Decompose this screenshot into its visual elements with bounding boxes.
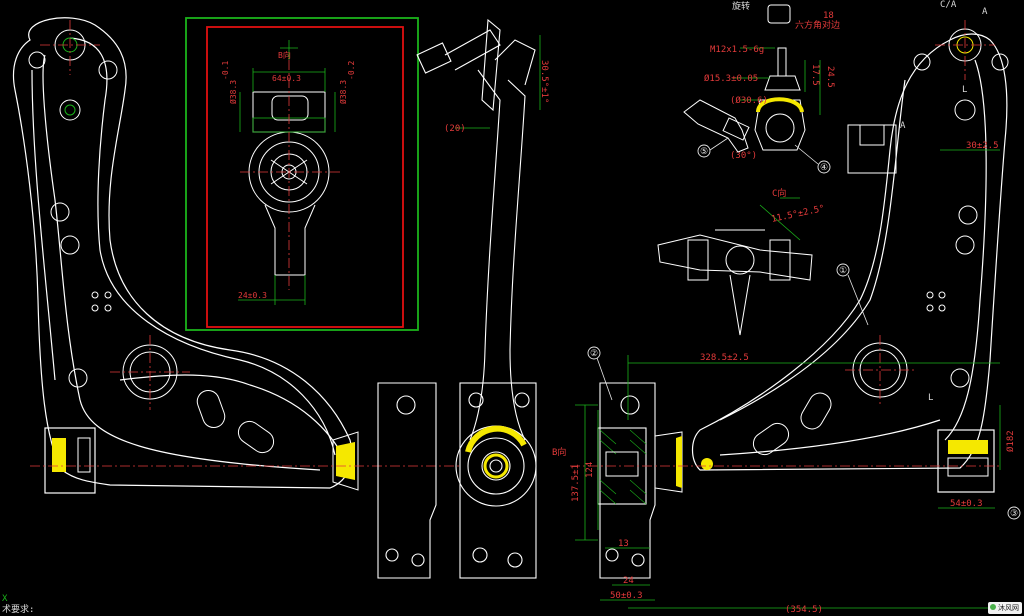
- inset-tol-bottom: -0.2: [347, 61, 356, 80]
- inset-dia-left-dim: Ø38.3: [228, 80, 238, 104]
- letter-a-top: A: [982, 7, 988, 17]
- side-view-arm: [416, 18, 537, 579]
- balloon-5-label: ⑤: [700, 147, 708, 157]
- balloon-5: ⑤: [697, 137, 729, 158]
- side-yellow-arc: [465, 425, 527, 453]
- v-137-dim: 137.5±1: [571, 464, 581, 502]
- section-hatch: [599, 429, 647, 505]
- bushing-dia-dim: Ø182: [1005, 430, 1016, 452]
- v-124-dim: 124: [585, 462, 595, 478]
- right-centerlines: [570, 20, 1000, 467]
- balloon-4: ④: [794, 144, 831, 174]
- w-54-dim: 54±0.3: [950, 499, 983, 509]
- balloon-3: ③: [1007, 506, 1021, 520]
- ball-joint-dim-lines: [732, 47, 821, 115]
- right-arm-holes: [752, 28, 1009, 456]
- span-354-dim: (354.5): [785, 605, 823, 615]
- hex-size-dim: 18: [823, 11, 834, 21]
- clip-part: [683, 99, 750, 153]
- b-dir-label: B向: [552, 446, 566, 458]
- h-24-dim: 24.5: [825, 66, 835, 88]
- left-arm-holes: [28, 29, 275, 454]
- site-watermark: 沐风网: [988, 602, 1022, 614]
- right-dim-lines: [575, 149, 1001, 609]
- dia-15-dim: Ø15.3±0.05: [704, 73, 758, 84]
- letter-a-side: A: [900, 121, 906, 131]
- inset-detail: B向 64±0.3 Ø38.3 Ø38.3 -0.1 -0.2 24±0.3: [185, 17, 419, 331]
- left-control-arm: [12, 17, 353, 489]
- bushing-bracket-front: [377, 382, 437, 579]
- c-view-dim-lines: [759, 197, 801, 241]
- w-50-dim: 50±0.3: [610, 591, 643, 601]
- h-17-dim: 17.5: [810, 64, 820, 86]
- dia-30-dim: (Ø30.6): [730, 95, 768, 106]
- thread-dim: M12x1.5-6g: [710, 45, 764, 55]
- inset-tol-top: -0.1: [221, 61, 230, 80]
- corner-mark: X: [2, 594, 8, 604]
- top-30-dim: 30±2.5: [966, 141, 999, 151]
- w-13-dim: 13: [618, 539, 629, 549]
- ball-joint-yellow: [756, 97, 804, 113]
- c-view-knuckle: [657, 229, 813, 336]
- balloon-2: ②: [587, 346, 613, 401]
- paren-30-dim: (30°): [730, 151, 757, 161]
- balloon-1-label: ①: [839, 266, 847, 276]
- balloon-4-label: ④: [820, 163, 828, 173]
- left-centerlines: [30, 20, 460, 467]
- side-paren-dim: (20): [444, 124, 466, 134]
- inset-b-view-label: B向: [278, 50, 291, 60]
- c-view-angle-dim: 11.5°±2.5°: [771, 204, 826, 225]
- ball-joint-detail: [754, 4, 897, 174]
- tech-requirements-label: 术要求:: [2, 603, 34, 615]
- balloon-1: ①: [836, 263, 869, 326]
- c-view-label: C向: [772, 187, 786, 199]
- rotate-label: 旋转: [732, 0, 750, 12]
- side-angle-dim: 30.5°±1°: [539, 60, 549, 103]
- side-dim-lines: [455, 35, 541, 129]
- letter-l-2: L: [928, 393, 933, 403]
- ca-label: C/A: [940, 0, 957, 10]
- left-bushing: [44, 427, 359, 494]
- span-328-dim: 328.5±2.5: [700, 353, 749, 363]
- letter-l-1: L: [962, 85, 967, 95]
- section-core: [605, 451, 639, 477]
- inset-dia-right-dim: Ø38.3: [338, 80, 348, 104]
- balloon-3-label: ③: [1010, 509, 1018, 519]
- inset-bottom-dim: 24±0.3: [238, 291, 267, 300]
- right-control-arm: [691, 33, 1008, 471]
- hex-nut-note: 六方角对边: [795, 19, 840, 31]
- balloon-2-label: ②: [590, 349, 598, 359]
- inset-width-dim: 64±0.3: [272, 74, 301, 83]
- side-yellow-ring: [483, 453, 509, 479]
- right-bushings: [654, 429, 995, 493]
- w-24-dim: 24: [623, 576, 634, 586]
